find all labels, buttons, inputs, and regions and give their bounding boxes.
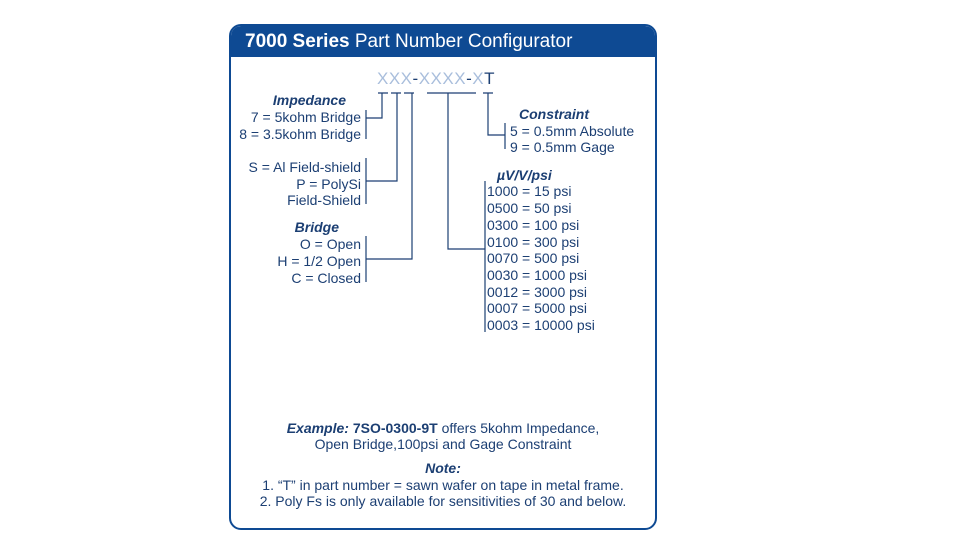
title-rest: Part Number Configurator — [354, 31, 573, 52]
sensitivity-option: 0500 = 50 psi — [487, 200, 572, 216]
part-number-template: XXX-XXXX-XT — [377, 70, 495, 88]
field-shield-option: P = PolySi — [296, 176, 361, 192]
pn-dash-2: - — [466, 69, 473, 88]
sensitivity-option: 0070 = 500 psi — [487, 250, 580, 266]
field-shield-option: Field-Shield — [287, 192, 361, 208]
bridge-option: O = Open — [299, 236, 361, 252]
sensitivity-option: 0100 = 300 psi — [487, 234, 580, 250]
connector-bridge — [366, 93, 413, 260]
connector-lines — [365, 92, 506, 332]
pn-segment-4: T — [484, 69, 495, 88]
pn-segment-1: XXX — [377, 69, 413, 88]
sensitivity-option: 0300 = 100 psi — [487, 217, 580, 233]
sensitivity-option: 0012 = 3000 psi — [487, 284, 588, 300]
note-item: 1. “T” in part number = sawn wafer on ta… — [262, 477, 624, 493]
example-text-1: offers 5kohm Impedance, — [441, 420, 600, 436]
sensitivity-heading: µV/V/psi — [497, 167, 552, 183]
connector-sensitivity — [447, 93, 485, 250]
bridge-heading: Bridge — [294, 219, 339, 235]
pn-segment-2: XXXX — [418, 69, 467, 88]
impedance-heading: Impedance — [272, 92, 346, 108]
card-header: 7000 Series Part Number Configurator — [231, 26, 655, 57]
note-item: 2. Poly Fs is only available for sensiti… — [259, 493, 627, 509]
constraint-heading: Constraint — [519, 106, 589, 122]
connector-constraint — [487, 93, 505, 136]
example-label: Example: — [286, 420, 349, 436]
configurator-card: 7000 Series Part Number Configurator — [229, 24, 657, 530]
title-bold: 7000 Series — [245, 31, 350, 52]
example-code: 7SO-0300-9T — [352, 420, 438, 436]
sensitivity-option: 1000 = 15 psi — [487, 183, 572, 199]
example-line-1: Example: 7SO-0300-9T offers 5kohm Impeda… — [231, 420, 655, 436]
sensitivity-option: 0003 = 10000 psi — [487, 317, 595, 333]
bridge-option: C = Closed — [291, 270, 361, 286]
pn-segment-3: X — [472, 69, 485, 88]
sensitivity-option: 0007 = 5000 psi — [487, 300, 588, 316]
pn-dash-1: - — [412, 69, 419, 88]
example-text-2: Open Bridge,100psi and Gage Constraint — [314, 436, 572, 452]
constraint-option: 9 = 0.5mm Gage — [510, 139, 615, 155]
impedance-option: 8 = 3.5kohm Bridge — [239, 126, 361, 142]
note-heading: Note: — [425, 460, 461, 476]
field-shield-option: S = Al Field-shield — [248, 159, 361, 175]
bridge-option: H = 1/2 Open — [277, 253, 361, 269]
connector-impedance — [366, 93, 383, 119]
connector-shield — [366, 93, 398, 182]
sensitivity-option: 0030 = 1000 psi — [487, 267, 588, 283]
impedance-option: 7 = 5kohm Bridge — [250, 109, 361, 125]
constraint-option: 5 = 0.5mm Absolute — [510, 123, 635, 139]
